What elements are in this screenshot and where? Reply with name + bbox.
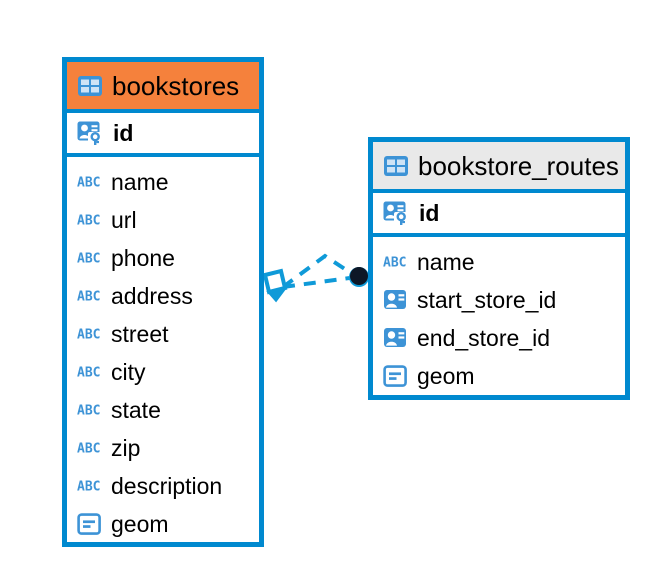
field-label: address (111, 282, 193, 309)
field-row[interactable]: ABC name (67, 163, 259, 201)
field-label: geom (111, 510, 169, 537)
abc-icon: ABC (77, 441, 102, 456)
primary-key-label: id (419, 199, 440, 226)
field-row[interactable]: geom (373, 357, 625, 395)
abc-icon: ABC (77, 213, 102, 228)
svg-text:ABC: ABC (77, 442, 100, 456)
svg-text:ABC: ABC (77, 290, 100, 304)
field-label: phone (111, 244, 175, 271)
field-label: street (111, 320, 169, 347)
abc-icon: ABC (77, 175, 102, 190)
field-row[interactable]: ABC street (67, 315, 259, 353)
field-label: name (111, 168, 169, 195)
field-label: zip (111, 434, 141, 461)
field-label: city (111, 358, 146, 385)
field-list-bookstore-routes: ABC name start_store_id (373, 237, 625, 401)
relationship-line-upper (281, 253, 359, 289)
primary-key-row-bookstores[interactable]: id (67, 109, 259, 157)
svg-text:ABC: ABC (77, 480, 100, 494)
field-row[interactable]: end_store_id (373, 319, 625, 357)
field-label: description (111, 472, 223, 499)
field-list-bookstores: ABC name ABC url ABC pho (67, 157, 259, 549)
card-icon (383, 327, 408, 349)
abc-icon: ABC (383, 255, 408, 270)
field-row[interactable]: ABC address (67, 277, 259, 315)
field-label: name (417, 248, 475, 275)
geometry-icon (77, 512, 102, 536)
field-row[interactable]: ABC url (67, 201, 259, 239)
field-row[interactable]: ABC zip (67, 429, 259, 467)
svg-text:ABC: ABC (383, 256, 406, 270)
relationship-line-lower (282, 275, 358, 289)
primary-key-label: id (113, 119, 134, 146)
table-icon (77, 75, 103, 97)
abc-icon: ABC (77, 327, 102, 342)
svg-text:ABC: ABC (77, 404, 100, 418)
svg-text:ABC: ABC (77, 214, 100, 228)
key-card-icon (383, 201, 410, 226)
abc-icon: ABC (77, 479, 102, 494)
svg-text:ABC: ABC (77, 176, 100, 190)
abc-icon: ABC (77, 251, 102, 266)
abc-icon: ABC (77, 289, 102, 304)
field-row[interactable]: ABC description (67, 467, 259, 505)
diamond-arrow-marker (262, 268, 289, 303)
field-label: url (111, 206, 137, 233)
field-row[interactable]: geom (67, 505, 259, 543)
field-label: start_store_id (417, 286, 557, 313)
abc-icon: ABC (77, 365, 102, 380)
filled-circle-marker (349, 267, 369, 287)
key-card-icon (77, 121, 104, 146)
field-label: geom (417, 362, 475, 389)
field-label: end_store_id (417, 324, 550, 351)
entity-bookstores[interactable]: bookstores id (62, 57, 264, 547)
svg-text:ABC: ABC (77, 328, 100, 342)
geometry-icon (383, 364, 408, 388)
card-icon (383, 289, 408, 311)
svg-text:ABC: ABC (77, 366, 100, 380)
entity-title: bookstores (112, 70, 240, 101)
field-row[interactable]: ABC name (373, 243, 625, 281)
field-row[interactable]: ABC state (67, 391, 259, 429)
abc-icon: ABC (77, 403, 102, 418)
field-row[interactable]: start_store_id (373, 281, 625, 319)
table-icon (383, 155, 409, 177)
field-row[interactable]: ABC phone (67, 239, 259, 277)
entity-title: bookstore_routes (418, 150, 619, 181)
entity-header-bookstores: bookstores (67, 62, 259, 109)
entity-bookstore-routes[interactable]: bookstore_routes id (368, 137, 630, 400)
field-label: state (111, 396, 161, 423)
field-row[interactable]: ABC city (67, 353, 259, 391)
svg-text:ABC: ABC (77, 252, 100, 266)
primary-key-row-bookstore-routes[interactable]: id (373, 189, 625, 237)
entity-header-bookstore-routes: bookstore_routes (373, 142, 625, 189)
